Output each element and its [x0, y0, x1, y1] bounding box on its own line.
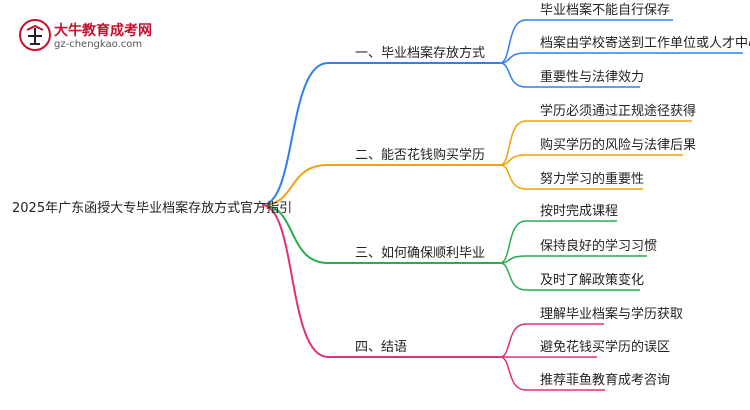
logo-domain: gz-chengkao.com [54, 39, 143, 50]
child-node-4-3[interactable]: 推荐菲鱼教育成考咨询 [540, 372, 670, 388]
mind-map-nodes: 2025年广东函授大专毕业档案存放方式官方指引 一、毕业档案存放方式 毕业档案不能… [12, 3, 750, 388]
child-node-1-2[interactable]: 档案由学校寄送到工作单位或人才中心 [540, 35, 750, 51]
branch-node-4[interactable]: 四、结语 [355, 340, 407, 355]
child-connector-3-1 [499, 220, 527, 264]
branch-node-3[interactable]: 三、如何确保顺利毕业 [355, 245, 485, 261]
child-node-4-2[interactable]: 避免花钱买学历的误区 [540, 339, 670, 355]
child-node-2-3[interactable]: 努力学习的重要性 [540, 171, 644, 187]
child-connector-2-3 [499, 164, 527, 190]
child-connector-4-1 [499, 323, 527, 358]
child-node-1-3[interactable]: 重要性与法律效力 [540, 69, 644, 85]
child-connector-1-1 [499, 19, 527, 64]
child-connector-2-1 [499, 120, 527, 166]
mind-map-edges [261, 19, 743, 391]
logo-name: 大牛教育成考网 [54, 23, 152, 39]
child-node-2-1[interactable]: 学历必须通过正规途径获得 [540, 103, 696, 119]
logo-mark-icon [19, 19, 51, 51]
child-connector-1-3 [499, 62, 527, 88]
branch-connector-2 [261, 164, 329, 206]
child-node-2-2[interactable]: 购买学历的风险与法律后果 [540, 137, 696, 153]
child-node-3-1[interactable]: 按时完成课程 [540, 204, 618, 219]
branch-connector-4 [261, 204, 329, 358]
child-node-4-1[interactable]: 理解毕业档案与学历获取 [540, 306, 683, 322]
branch-node-2[interactable]: 二、能否花钱购买学历 [355, 147, 485, 163]
branch-connector-3 [261, 204, 329, 264]
site-logo[interactable]: 大牛教育成考网 gz-chengkao.com [18, 18, 168, 52]
branch-node-1[interactable]: 一、毕业档案存放方式 [355, 45, 485, 61]
branch-connector-1 [261, 62, 329, 206]
child-node-3-2[interactable]: 保持良好的学习习惯 [540, 238, 657, 254]
child-node-3-3[interactable]: 及时了解政策变化 [540, 272, 644, 288]
child-node-1-1[interactable]: 毕业档案不能自行保存 [540, 3, 670, 18]
child-connector-3-2 [499, 255, 527, 264]
child-connector-3-3 [499, 262, 527, 291]
root-node-label: 2025年广东函授大专毕业档案存放方式官方指引 [12, 200, 292, 216]
child-connector-4-3 [499, 356, 527, 391]
